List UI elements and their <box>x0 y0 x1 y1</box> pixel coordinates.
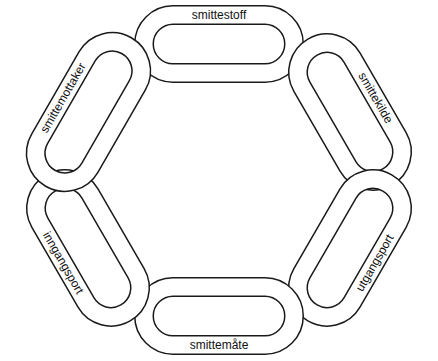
ring-outline <box>11 18 165 207</box>
chain-ring: inngangsport <box>3 209 173 287</box>
chain-ring: utgangsport <box>265 209 435 287</box>
ring-band <box>144 15 294 73</box>
ring-label: smittestoff <box>192 8 246 22</box>
ring-band <box>287 33 412 192</box>
ring-band <box>25 31 152 193</box>
ring-band <box>144 287 294 345</box>
ring-band <box>25 169 150 328</box>
ring-label: utgangsport <box>353 231 397 293</box>
chain-ring: smittekilde <box>265 73 435 151</box>
ring-label-box: smittemåte <box>134 337 304 354</box>
ring-band <box>287 169 412 328</box>
ring-band <box>144 15 294 73</box>
ring-label-box: smittestoff <box>134 7 304 24</box>
ring-label: smittemottaker <box>37 60 88 135</box>
ring-band <box>287 169 412 328</box>
ring-band <box>25 31 152 193</box>
chain-ring: smittemottaker <box>2 73 175 151</box>
ring-band <box>25 169 150 328</box>
ring-band <box>287 33 412 192</box>
ring-label: smittemåte <box>190 338 249 352</box>
chain-ring: smittemåte <box>134 277 304 355</box>
ring-label: smittekilde <box>355 69 395 125</box>
ring-label: inngangsport <box>40 229 87 296</box>
ring-band <box>144 287 294 345</box>
chain-ring: smittestoff <box>134 5 304 83</box>
